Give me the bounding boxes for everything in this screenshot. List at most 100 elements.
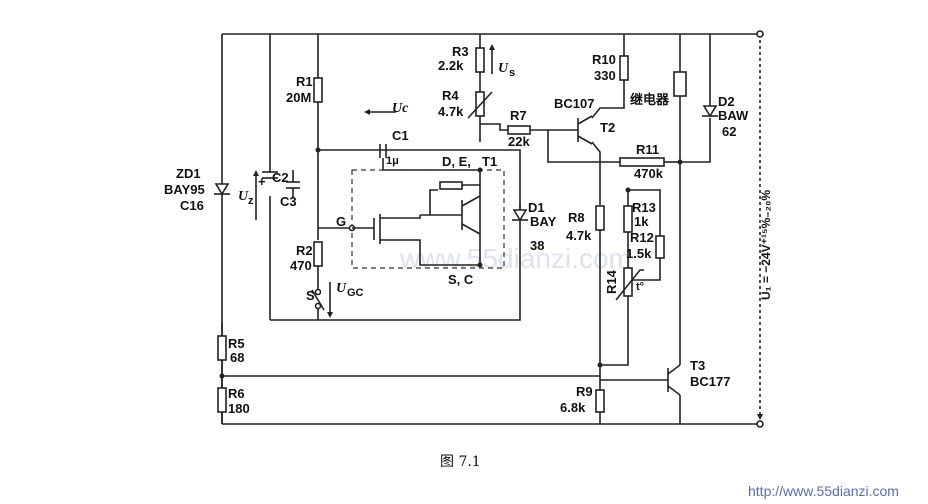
ugc-sub: GC — [347, 287, 364, 299]
resistor-t1-internal — [439, 181, 463, 190]
r1-ref: R1 — [296, 74, 313, 89]
uz-sub: z — [248, 195, 254, 207]
resistor-r3 — [475, 47, 485, 73]
c2-polarity: + — [258, 174, 266, 189]
resistor-r11 — [619, 157, 665, 167]
us-sub: s — [509, 67, 515, 79]
r5-ref: R5 — [228, 336, 245, 351]
resistor-r6 — [217, 387, 227, 413]
r6-ref: R6 — [228, 386, 245, 401]
transistor-t3 — [667, 364, 681, 396]
capacitor-c1 — [379, 144, 387, 158]
r2-ref: R2 — [296, 243, 313, 258]
t1-pins-top: D, E, — [442, 154, 471, 169]
supply-voltage-label: U₁ = −24V⁺¹⁵%₋₂₀% — [759, 190, 773, 300]
d1-type: BAY — [530, 214, 557, 229]
uc-label: Uc — [392, 101, 409, 116]
watermark: www.55dianzi.com — [399, 243, 632, 274]
zd1-ref: ZD1 — [176, 166, 201, 181]
r4-value: 4.7k — [438, 104, 464, 119]
us-label: U — [498, 61, 509, 76]
resistor-r5 — [217, 335, 227, 361]
r4-wiper-arrow — [467, 91, 493, 119]
transistor-t1-internal — [430, 195, 481, 235]
c1-ref: C1 — [392, 128, 409, 143]
t1-package-outline — [351, 169, 505, 269]
relay-coil — [673, 71, 687, 97]
zd1-type: BAY95 — [164, 182, 205, 197]
t1-gate: G — [336, 214, 346, 229]
r5-value: 68 — [230, 350, 244, 365]
capacitor-c2 — [262, 171, 278, 179]
r11-ref: R11 — [636, 142, 659, 157]
watermark-corner: http://www.55dianzi.com — [748, 483, 899, 499]
t2-ref: T2 — [600, 120, 615, 135]
junctions — [219, 147, 683, 379]
t3-type: BC177 — [690, 374, 730, 389]
d1-ref: D1 — [528, 200, 545, 215]
labels: R1 20M R2 470 R3 2.2k R4 4.7k R5 68 R6 1… — [164, 44, 899, 499]
d2-type: BAW — [718, 108, 749, 123]
r7-value: 22k — [508, 134, 530, 149]
r6-value: 180 — [228, 401, 250, 416]
transistor-t2 — [577, 115, 593, 145]
voltage-arrows — [253, 40, 763, 420]
capacitor-c3 — [286, 170, 300, 198]
r13-ref: R13 — [632, 200, 656, 215]
c2-ref: C2 — [272, 170, 289, 185]
switch-s — [311, 288, 325, 311]
resistor-r2 — [313, 241, 323, 267]
r4-ref: R4 — [442, 88, 459, 103]
r14-thermal-slash — [615, 269, 644, 301]
zener-zd1 — [214, 183, 230, 196]
d2-variant: 62 — [722, 124, 736, 139]
r1-value: 20M — [286, 90, 311, 105]
r9-ref: R9 — [576, 384, 593, 399]
r14-value: t° — [636, 281, 644, 293]
resistor-r10 — [619, 55, 629, 81]
r7-ref: R7 — [510, 108, 527, 123]
r2-value: 470 — [290, 258, 312, 273]
thermistor-r14 — [623, 267, 633, 297]
ugc-label: U — [336, 281, 347, 296]
t1-pins-bottom: S, C — [448, 272, 474, 287]
r10-ref: R10 — [592, 52, 616, 67]
switch-ref: S — [306, 288, 315, 303]
c1-value: 1μ — [386, 155, 399, 167]
resistor-r9 — [595, 389, 605, 413]
resistor-r8 — [595, 205, 605, 231]
r8-ref: R8 — [568, 210, 585, 225]
fet-t1-internal — [352, 214, 480, 266]
resistor-r1 — [313, 77, 323, 103]
r8-value: 4.7k — [566, 228, 592, 243]
r11-value: 470k — [634, 166, 664, 181]
supply-terminal-bottom — [756, 420, 764, 428]
r10-value: 330 — [594, 68, 616, 83]
zd1-variant: C16 — [180, 198, 204, 213]
resistor-r12 — [655, 235, 665, 259]
relay-label: 继电器 — [630, 92, 670, 107]
resistor-r13 — [623, 205, 633, 233]
r14-ref: R14 — [604, 269, 619, 294]
wiring — [221, 33, 760, 425]
d1-variant: 38 — [530, 238, 544, 253]
diode-d1 — [512, 209, 528, 222]
uz-label: U — [238, 189, 249, 204]
t2-type: BC107 — [554, 96, 594, 111]
t3-ref: T3 — [690, 358, 705, 373]
r3-ref: R3 — [452, 44, 469, 59]
r12-ref: R12 — [630, 230, 654, 245]
t1-ref: T1 — [482, 154, 497, 169]
r3-value: 2.2k — [438, 58, 464, 73]
d2-ref: D2 — [718, 94, 735, 109]
diode-d2 — [702, 105, 718, 118]
supply-terminal-top — [756, 30, 764, 38]
r9-value: 6.8k — [560, 400, 586, 415]
r13-value: 1k — [634, 214, 649, 229]
c3-ref: C3 — [280, 194, 297, 209]
resistor-r7 — [507, 125, 531, 135]
figure-caption: 图 7.1 — [440, 454, 481, 470]
r12-value: 1.5k — [626, 246, 652, 261]
